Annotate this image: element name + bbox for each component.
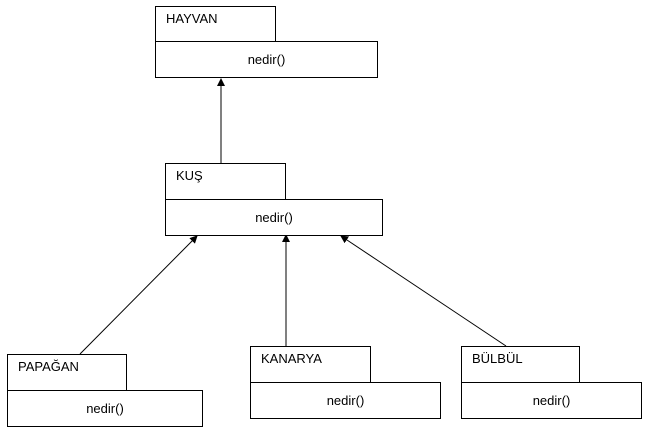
class-label: KANARYA bbox=[261, 351, 322, 366]
class-method-papagan: nedir() bbox=[7, 390, 203, 427]
edge-papagan-to-kus bbox=[79, 235, 198, 355]
method-label: nedir() bbox=[532, 393, 571, 408]
class-name-kanarya: KANARYA bbox=[250, 346, 371, 383]
method-label: nedir() bbox=[326, 393, 365, 408]
class-method-hayvan: nedir() bbox=[155, 41, 378, 78]
class-label: PAPAĞAN bbox=[18, 359, 79, 374]
class-label: BÜLBÜL bbox=[472, 351, 523, 366]
class-name-kus: KUŞ bbox=[165, 163, 286, 200]
class-name-papagan: PAPAĞAN bbox=[7, 354, 127, 391]
class-name-hayvan: HAYVAN bbox=[155, 6, 276, 42]
class-method-kanarya: nedir() bbox=[250, 382, 441, 419]
class-label: HAYVAN bbox=[166, 11, 218, 26]
method-label: nedir() bbox=[255, 210, 293, 225]
class-method-kus: nedir() bbox=[165, 199, 383, 236]
method-label: nedir() bbox=[86, 401, 124, 416]
method-label: nedir() bbox=[247, 52, 286, 67]
class-label: KUŞ bbox=[176, 168, 203, 183]
class-name-bulbul: BÜLBÜL bbox=[461, 346, 580, 383]
class-method-bulbul: nedir() bbox=[461, 382, 642, 419]
edge-bulbul-to-kus bbox=[340, 235, 507, 347]
